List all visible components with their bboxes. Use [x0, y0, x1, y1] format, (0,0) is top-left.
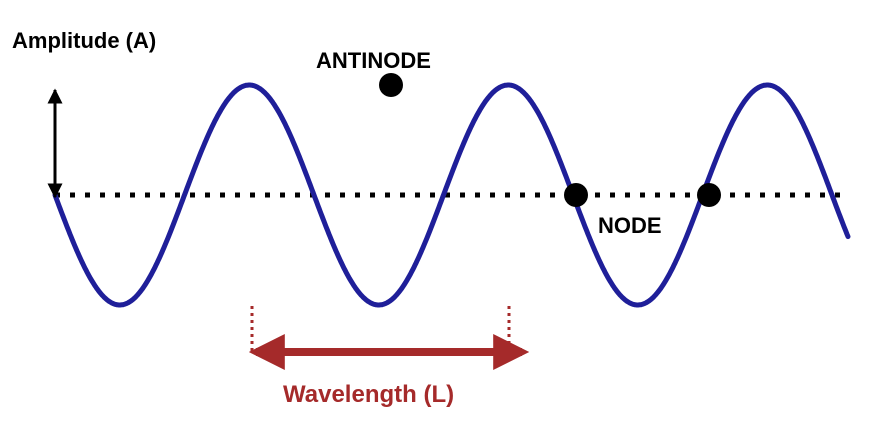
node-marker — [697, 183, 721, 207]
sine-wave — [52, 82, 851, 308]
amplitude-label: Amplitude (A) — [12, 28, 156, 53]
node-label: NODE — [598, 213, 662, 238]
node-marker — [564, 183, 588, 207]
wavelength-label: Wavelength (L) — [283, 381, 454, 408]
antinode-marker — [379, 73, 403, 97]
antinode-label: ANTINODE — [316, 48, 431, 73]
